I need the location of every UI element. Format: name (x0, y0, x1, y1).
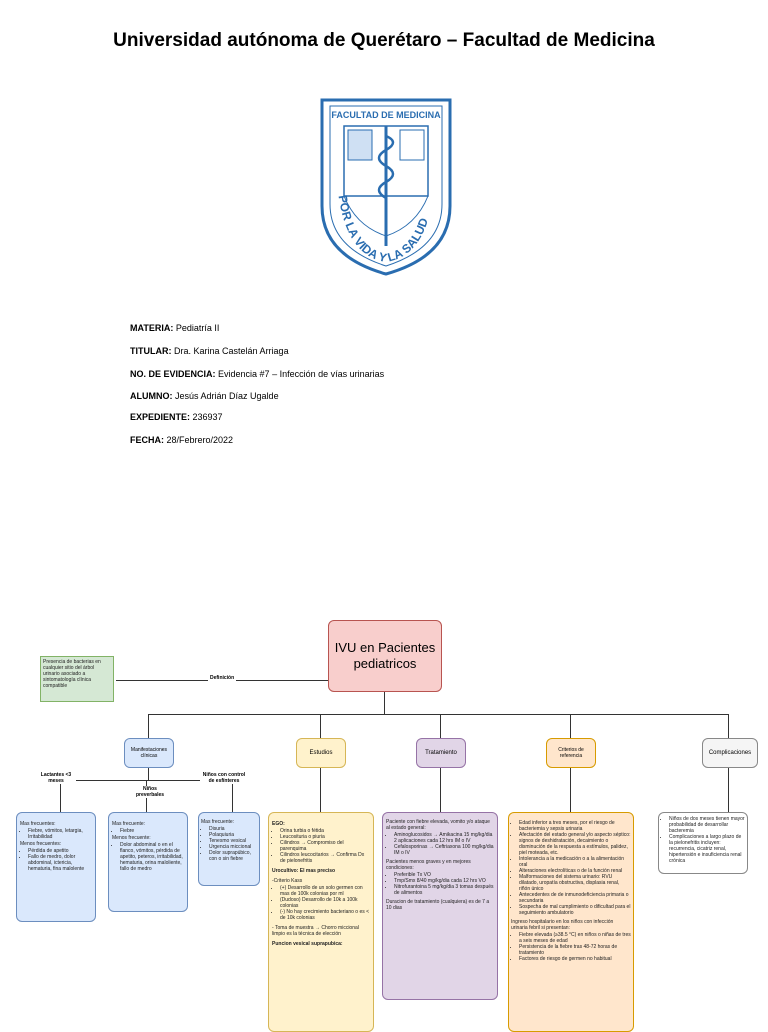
age-lactantes: Lactantes <3 meses (36, 772, 76, 784)
complicaciones-box: Niños de dos meses tienen mayor probabil… (658, 812, 748, 874)
tratamiento-box: Paciente con fiebre elevada, vomito y/o … (382, 812, 498, 1000)
branch-criterios: Criterios de referencia (546, 738, 596, 768)
branch-complicaciones: Complicaciones (702, 738, 758, 768)
meta-materia: MATERIA: Pediatría II (130, 323, 220, 333)
lactantes-box: Mas frecuentes: Fiebre, vómitos, letargi… (16, 812, 96, 922)
document-title: Universidad autónoma de Querétaro – Facu… (113, 30, 655, 51)
preverbales-box: Mas frecuente: Fiebre Menos frecuente: D… (108, 812, 188, 912)
definition-label: Definición (208, 675, 237, 681)
meta-evidencia: NO. DE EVIDENCIA: Evidencia #7 – Infecci… (130, 369, 385, 379)
meta-fecha: FECHA: 28/Febrero/2022 (130, 435, 234, 445)
branch-tratamiento: Tratamiento (416, 738, 466, 768)
age-control: Niños con control de esfínteres (200, 772, 248, 784)
meta-expediente: EXPEDIENTE: 236937 (130, 412, 223, 422)
criterios-box: Edad inferior a tres meses, por el riesg… (508, 812, 634, 1032)
concept-map: IVU en Pacientes pediatricos Presencia d… (16, 600, 758, 1032)
meta-alumno: ALUMNO: Jesús Adrián Díaz Ugalde (130, 391, 279, 401)
root-node: IVU en Pacientes pediatricos (328, 620, 442, 692)
branch-manifestaciones: Manifestaciones clínicas (124, 738, 174, 768)
estudios-box: EGO: Orina turbia o fétidaLeucosituria o… (268, 812, 374, 1032)
meta-titular: TITULAR: Dra. Karina Castelán Arriaga (130, 346, 289, 356)
faculty-seal-logo: FACULTAD DE MEDICINA POR LA VIDA Y LA SA… (320, 98, 452, 276)
age-preverbales: Niños preverbales (134, 786, 166, 798)
definition-box: Presencia de bacterias en cualquier siti… (40, 656, 114, 702)
branch-estudios: Estudios (296, 738, 346, 768)
seal-top-text: FACULTAD DE MEDICINA (331, 110, 441, 120)
control-box: Mas frecuente: DisuriaPolaquiuriaTenesmo… (198, 812, 260, 886)
